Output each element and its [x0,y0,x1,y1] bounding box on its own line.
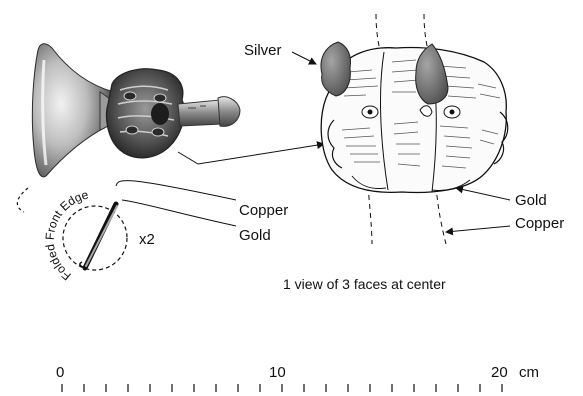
leader-gold-left [122,200,236,226]
copper-label-left: Copper [239,202,288,219]
gold-label-right: Gold [515,192,547,209]
caption: 1 view of 3 faces at center [283,276,446,292]
scale-unit: cm [519,364,539,381]
scale-label-10: 10 [269,364,286,381]
object-photo [32,44,240,177]
leader-gold-right [456,188,510,200]
scale-bar [62,384,502,392]
leader-copper-left [116,181,236,200]
silver-label: Silver [244,42,282,59]
silver-horn-left [321,42,351,96]
three-face-drawing [321,14,508,244]
pointer-arrow-main [178,144,324,164]
gold-label-left: Gold [239,227,271,244]
multiplier-label: x2 [139,231,155,248]
leader-silver [292,52,316,64]
copper-label-right: Copper [515,215,564,232]
leader-copper-right [446,226,510,232]
scale-label-0: 0 [56,364,64,381]
scale-label-20: 20 [491,364,508,381]
